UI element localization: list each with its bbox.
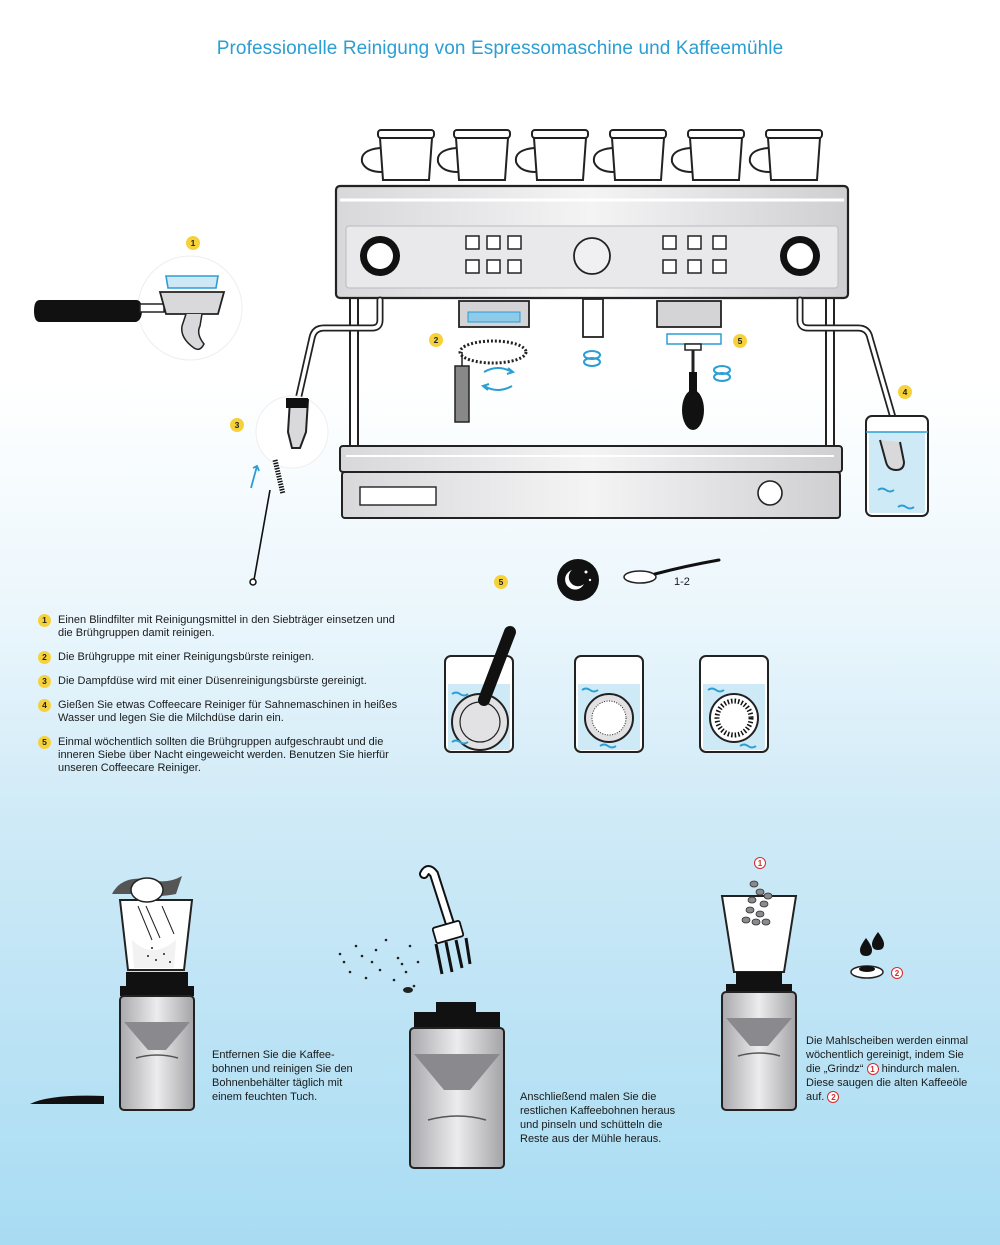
tablet-badge: 2 bbox=[891, 967, 903, 979]
caption-badge-1: 1 bbox=[866, 1063, 879, 1076]
espresso-machine bbox=[294, 184, 900, 519]
grinder-3 bbox=[720, 880, 884, 1111]
step-badge-3: 3 bbox=[230, 418, 244, 432]
grinder-1 bbox=[30, 876, 195, 1111]
steps-list: 1 Einen Blindfilter mit Reinigungsmittel… bbox=[38, 614, 408, 786]
cups bbox=[360, 129, 823, 181]
portafilter-icon bbox=[34, 255, 243, 361]
step-badge-5: 5 bbox=[733, 334, 747, 348]
caption-badge-2: 2 bbox=[827, 1091, 840, 1104]
group-brush-icon bbox=[454, 339, 528, 423]
step-5: 5 Einmal wöchentlich sollten die Brühgru… bbox=[38, 736, 408, 775]
step-2: 2 Die Brühgruppe mit einer Reinigungsbür… bbox=[38, 651, 408, 664]
step-2-text: Die Brühgruppe mit einer Reinigungsbürst… bbox=[58, 651, 315, 663]
step-5-text: Einmal wöchentlich sollten die Brühgrupp… bbox=[58, 736, 389, 774]
step-4-badge: 4 bbox=[38, 699, 51, 712]
dose-label: 1-2 bbox=[674, 576, 690, 588]
cup bbox=[592, 129, 667, 181]
step-3-text: Die Dampfdüse wird mit einer Düsenreinig… bbox=[58, 675, 367, 687]
grinder-caption-3-part1: Die Mahlscheiben werden einmal wöchentli… bbox=[806, 1035, 969, 1075]
step-4: 4 Gießen Sie etwas Coffeecare Reiniger f… bbox=[38, 699, 408, 725]
grinder-caption-3: Die Mahlscheiben werden einmal wöchentli… bbox=[806, 1034, 976, 1104]
step-3: 3 Die Dampfdüse wird mit einer Düsenrein… bbox=[38, 675, 408, 688]
grinder-caption-2: Anschließend malen Sie die restlichen Ka… bbox=[520, 1091, 676, 1145]
step-3-badge: 3 bbox=[38, 675, 51, 688]
step-1: 1 Einen Blindfilter mit Reinigungsmittel… bbox=[38, 614, 408, 640]
soak-badge: 5 bbox=[494, 575, 508, 589]
spoon-icon bbox=[623, 558, 721, 584]
step-4-text: Gießen Sie etwas Coffeecare Reiniger für… bbox=[58, 699, 398, 724]
soak-glass-portafilter bbox=[444, 626, 516, 753]
rotate-icon bbox=[583, 350, 601, 367]
cup bbox=[436, 129, 511, 181]
soak-glass-shower-screen bbox=[699, 655, 769, 753]
hopper-badge: 1 bbox=[754, 857, 766, 869]
step-1-text: Einen Blindfilter mit Reinigungsmittel i… bbox=[58, 614, 395, 639]
cup bbox=[670, 129, 745, 181]
step-5-badge: 5 bbox=[38, 736, 51, 749]
step-1-badge: 1 bbox=[38, 614, 51, 627]
step-badge-1: 1 bbox=[186, 236, 200, 250]
step-badge-4: 4 bbox=[898, 385, 912, 399]
step-badge-2: 2 bbox=[429, 333, 443, 347]
milk-nozzle-glass-icon bbox=[865, 415, 929, 517]
steam-nozzle-brush-icon bbox=[249, 395, 329, 586]
moon-and-stars-icon bbox=[557, 559, 599, 601]
grinder-caption-3-part2: hindurch malen. Diese saugen die alten K… bbox=[806, 1063, 968, 1103]
grinder-caption-1: Entfernen Sie die Kaffee- bohnen und rei… bbox=[212, 1049, 353, 1103]
screwdriver-icon bbox=[682, 343, 731, 430]
step-2-badge: 2 bbox=[38, 651, 51, 664]
soak-glass-sieve bbox=[574, 655, 644, 753]
grinder-2 bbox=[338, 865, 505, 1169]
cup bbox=[748, 129, 823, 181]
page-title: Professionelle Reinigung von Espressomas… bbox=[216, 38, 784, 59]
cup bbox=[360, 129, 435, 181]
cup bbox=[514, 129, 589, 181]
